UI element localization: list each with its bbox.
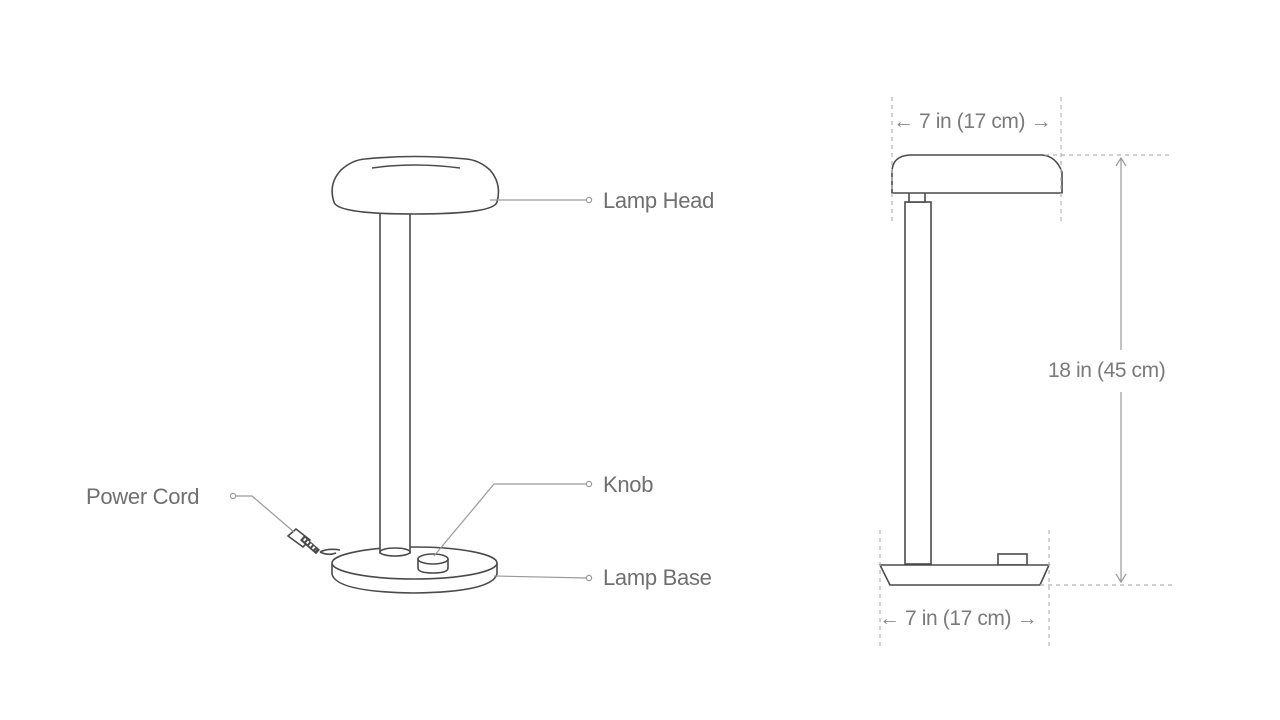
leader-knob	[433, 483, 586, 557]
dim-head-width: ← 7 in (17 cm) →	[893, 110, 1052, 133]
lamp-pole	[379, 209, 411, 554]
dimension-lines	[879, 97, 1172, 646]
dim-height-text: 18 in (45 cm)	[1048, 359, 1166, 382]
side-base	[878, 564, 1051, 586]
side-pole	[904, 201, 932, 565]
lamp-pole-bottom	[379, 547, 411, 557]
label-lamp-head: Lamp Head	[603, 188, 715, 213]
dim-base-width-text: 7 in (17 cm)	[905, 607, 1012, 630]
leader-lamp-base	[493, 575, 587, 579]
lamp-perspective	[331, 155, 500, 594]
lamp-head-shape	[331, 155, 500, 215]
knob-top	[417, 553, 449, 565]
label-power-cord: Power Cord	[86, 484, 200, 509]
arrow-right-icon: →	[1030, 110, 1052, 133]
arrow-right-icon: →	[1016, 607, 1038, 630]
lamp-head-top-line	[371, 164, 461, 169]
power-cord-shape	[286, 527, 341, 556]
arrow-left-icon: ←	[893, 110, 914, 133]
side-knob	[997, 553, 1028, 566]
label-lamp-base: Lamp Base	[603, 565, 712, 590]
dim-head-width-text: 7 in (17 cm)	[919, 110, 1026, 133]
leader-power-cord	[236, 495, 295, 533]
side-head	[891, 154, 1063, 194]
dim-base-width: ← 7 in (17 cm) →	[879, 607, 1038, 630]
lamp-side-view	[878, 154, 1063, 586]
arrow-left-icon: ←	[879, 607, 900, 630]
leader-lines	[229, 196, 593, 582]
label-knob: Knob	[603, 472, 654, 497]
height-dimension	[1115, 156, 1127, 584]
lamp-base-top	[331, 546, 498, 580]
